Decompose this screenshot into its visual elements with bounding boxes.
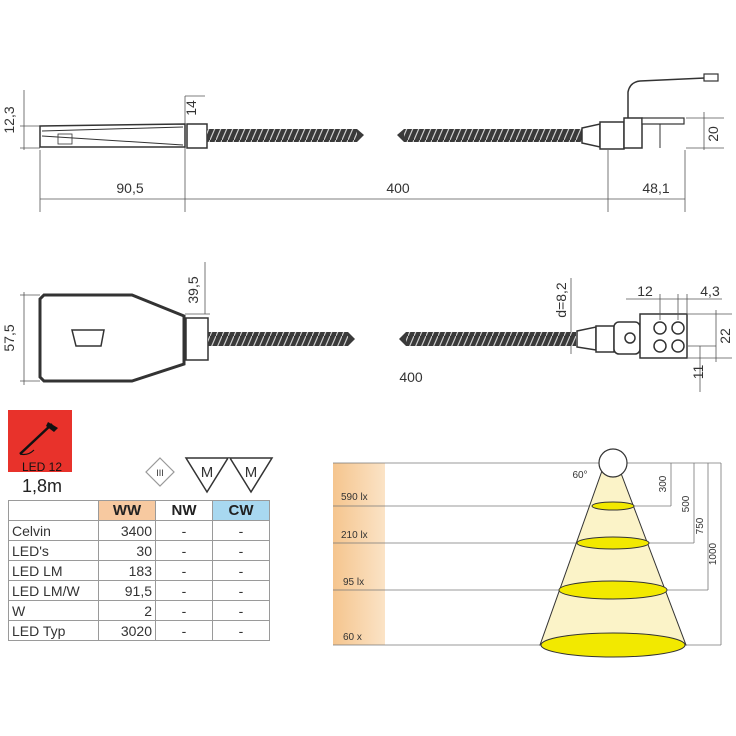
spec-table: WW NW CW Celvin 3400 - - LED's 30 - - LE… bbox=[8, 500, 270, 641]
led-label: LED 12 bbox=[22, 460, 63, 474]
header-nw: NW bbox=[155, 500, 213, 521]
lux-750: 95 lx bbox=[343, 577, 364, 588]
row-nw: - bbox=[155, 520, 213, 541]
light-ring-500 bbox=[576, 536, 650, 550]
row-nw: - bbox=[155, 540, 213, 561]
row-cw: - bbox=[212, 600, 270, 621]
protection-class-icon bbox=[145, 457, 175, 487]
protection-class-label: III bbox=[156, 468, 164, 478]
mount-top bbox=[581, 73, 719, 150]
gooseneck-shaft-right bbox=[404, 129, 582, 142]
table-row: LED LM 183 - - bbox=[8, 560, 270, 581]
table-row: LED LM/W 91,5 - - bbox=[8, 580, 270, 601]
light-cone-diagram: 60° 590 lx 210 lx 95 lx 60 x 300 500 750… bbox=[333, 448, 722, 658]
spec-header-row: WW NW CW bbox=[8, 500, 270, 521]
row-cw: - bbox=[212, 620, 270, 641]
row-ww: 91,5 bbox=[98, 580, 156, 601]
dim-mount-c: 22 bbox=[717, 328, 733, 344]
dim-mount-a: 12 bbox=[637, 283, 653, 299]
lux-300: 590 lx bbox=[341, 492, 368, 503]
row-ww: 3020 bbox=[98, 620, 156, 641]
led-lamp-icon bbox=[19, 422, 58, 456]
distance-750: 750 bbox=[695, 517, 706, 534]
dim-collar-top: 14 bbox=[183, 100, 199, 116]
dim-shaft-diameter: d=8,2 bbox=[553, 282, 569, 318]
dim-collar-side: 39,5 bbox=[185, 276, 201, 303]
spec-header-blank bbox=[8, 500, 99, 521]
row-cw: - bbox=[212, 580, 270, 601]
gooseneck-side-left bbox=[208, 332, 348, 346]
lux-500: 210 lx bbox=[341, 530, 368, 541]
mounting-symbol-icon-2 bbox=[228, 457, 274, 494]
lamp-head-top bbox=[39, 123, 186, 148]
dim-head-width: 57,5 bbox=[1, 324, 17, 351]
light-cone bbox=[539, 467, 687, 646]
collar-top bbox=[186, 123, 208, 149]
mounting-symbol-label-2: M bbox=[245, 464, 258, 481]
row-ww: 30 bbox=[98, 540, 156, 561]
dim-mount-length: 48,1 bbox=[642, 180, 669, 196]
row-label: Celvin bbox=[8, 520, 99, 541]
light-ring-1000 bbox=[540, 632, 686, 658]
table-row: LED's 30 - - bbox=[8, 540, 270, 561]
header-cw: CW bbox=[212, 500, 270, 521]
table-row: LED Typ 3020 - - bbox=[8, 620, 270, 641]
dim-mount-height: 20 bbox=[705, 126, 721, 142]
beam-angle: 60° bbox=[572, 470, 587, 481]
header-ww: WW bbox=[98, 500, 156, 521]
table-row: Celvin 3400 - - bbox=[8, 520, 270, 541]
row-nw: - bbox=[155, 600, 213, 621]
symbols: III M M bbox=[145, 457, 274, 494]
row-cw: - bbox=[212, 520, 270, 541]
mount-side bbox=[576, 313, 688, 359]
row-ww: 3400 bbox=[98, 520, 156, 541]
led-badge bbox=[8, 410, 72, 472]
row-cw: - bbox=[212, 560, 270, 581]
row-label: LED LM bbox=[8, 560, 99, 581]
row-label: W bbox=[8, 600, 99, 621]
collar-side bbox=[185, 317, 209, 361]
distance-300: 300 bbox=[658, 475, 669, 492]
dim-mount-b: 4,3 bbox=[700, 283, 720, 299]
row-cw: - bbox=[212, 540, 270, 561]
lux-band bbox=[333, 463, 385, 645]
table-row: W 2 - - bbox=[8, 600, 270, 621]
row-nw: - bbox=[155, 560, 213, 581]
row-label: LED's bbox=[8, 540, 99, 561]
light-ring-750 bbox=[558, 580, 668, 600]
dim-length-note: 400 bbox=[399, 369, 423, 385]
row-ww: 2 bbox=[98, 600, 156, 621]
side-view: 57,5 39,5 d=8,2 400 12 4,3 22 11 bbox=[1, 262, 733, 392]
cable-length: 1,8m bbox=[22, 476, 63, 496]
light-ring-300 bbox=[591, 501, 635, 511]
row-nw: - bbox=[155, 620, 213, 641]
gooseneck-shaft-left bbox=[207, 129, 357, 142]
row-nw: - bbox=[155, 580, 213, 601]
top-view: 12,3 14 20 90,5 400 48,1 bbox=[1, 73, 724, 212]
row-label: LED LM/W bbox=[8, 580, 99, 601]
dim-head-length: 90,5 bbox=[116, 180, 143, 196]
gooseneck-side-right bbox=[406, 332, 576, 346]
dim-head-thickness: 12,3 bbox=[1, 106, 17, 133]
dim-shaft-length: 400 bbox=[386, 180, 410, 196]
distance-1000: 1000 bbox=[708, 542, 719, 565]
row-ww: 183 bbox=[98, 560, 156, 581]
distance-500: 500 bbox=[681, 495, 692, 512]
dim-mount-d: 11 bbox=[690, 365, 706, 380]
mounting-symbol-icon bbox=[184, 457, 230, 494]
light-source-icon bbox=[598, 448, 628, 478]
lux-1000: 60 x bbox=[343, 632, 362, 643]
mounting-symbol-label-1: M bbox=[201, 464, 214, 481]
lamp-head-side bbox=[38, 293, 186, 383]
row-label: LED Typ bbox=[8, 620, 99, 641]
